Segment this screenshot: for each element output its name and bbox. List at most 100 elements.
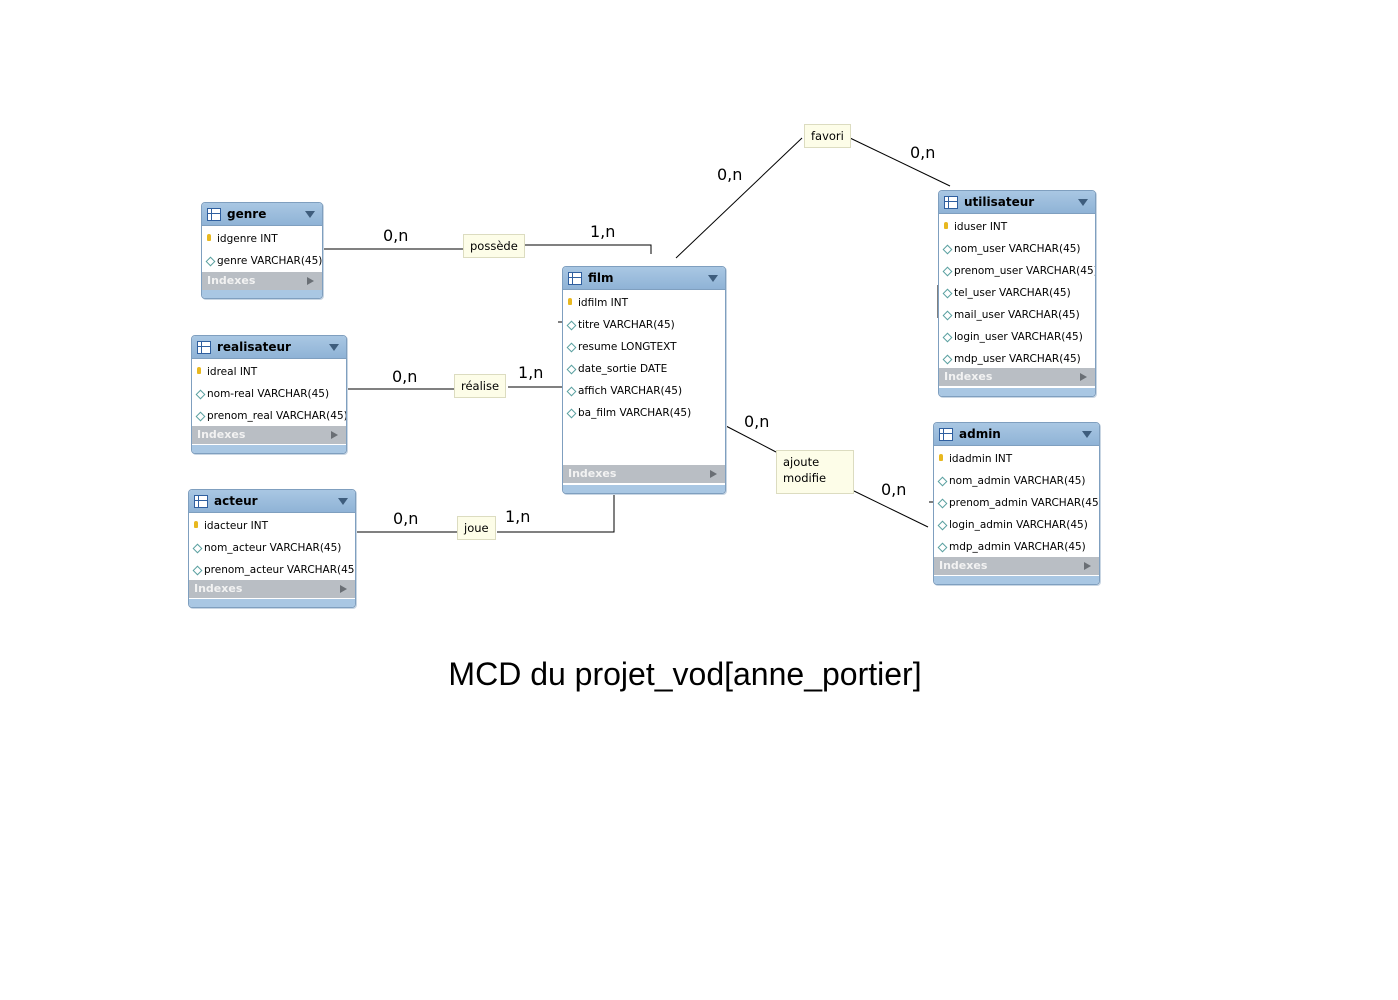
column-label: mdp_admin VARCHAR(45): [949, 541, 1086, 553]
cardinality-ajoute-admin: 0,n: [881, 480, 907, 499]
column-row: titre VARCHAR(45): [563, 314, 725, 336]
indexes-label: Indexes: [939, 559, 988, 572]
relation-joue[interactable]: joue: [457, 516, 496, 540]
diamond-icon: [942, 288, 953, 299]
column-row: idfilm INT: [563, 292, 725, 314]
column-row: login_admin VARCHAR(45): [934, 514, 1099, 536]
column-label: idreal INT: [207, 366, 258, 378]
table-header[interactable]: genre: [202, 203, 322, 226]
diamond-icon: [937, 542, 948, 553]
expand-arrow-icon[interactable]: [307, 277, 314, 285]
table-header[interactable]: realisateur: [192, 336, 346, 359]
collapse-arrow-icon[interactable]: [1082, 431, 1092, 438]
relation-favori[interactable]: favori: [804, 124, 851, 148]
table-header[interactable]: utilisateur: [939, 191, 1095, 214]
key-icon: [568, 298, 572, 305]
table-icon: [207, 208, 221, 221]
table-header[interactable]: film: [563, 267, 725, 290]
table-name: realisateur: [217, 340, 291, 354]
indexes-section[interactable]: Indexes: [192, 426, 346, 444]
table-realisateur[interactable]: realisateur idreal INT nom-real VARCHAR(…: [191, 335, 347, 454]
column-label: login_user VARCHAR(45): [954, 331, 1083, 343]
expand-arrow-icon[interactable]: [1080, 373, 1087, 381]
relation-line2: modifie: [783, 471, 827, 485]
table-name: acteur: [214, 494, 258, 508]
table-genre[interactable]: genre idgenre INT genre VARCHAR(45) Inde…: [201, 202, 323, 299]
indexes-label: Indexes: [568, 467, 617, 480]
column-row: prenom_user VARCHAR(45): [939, 260, 1095, 282]
cardinality-joue-film: 1,n: [505, 507, 531, 526]
table-footer: [192, 445, 346, 453]
column-label: tel_user VARCHAR(45): [954, 287, 1071, 299]
collapse-arrow-icon[interactable]: [338, 498, 348, 505]
diamond-icon: [192, 543, 203, 554]
indexes-section[interactable]: Indexes: [939, 368, 1095, 386]
diamond-icon: [942, 244, 953, 255]
table-header[interactable]: admin: [934, 423, 1099, 446]
expand-arrow-icon[interactable]: [1084, 562, 1091, 570]
diamond-icon: [942, 354, 953, 365]
table-header[interactable]: acteur: [189, 490, 355, 513]
column-label: ba_film VARCHAR(45): [578, 407, 692, 419]
table-film[interactable]: film idfilm INT titre VARCHAR(45) resume…: [562, 266, 726, 494]
column-row: mail_user VARCHAR(45): [939, 304, 1095, 326]
column-row: ba_film VARCHAR(45): [563, 402, 725, 424]
cardinality-realisateur-realise: 0,n: [392, 367, 418, 386]
indexes-section[interactable]: Indexes: [934, 557, 1099, 575]
indexes-section[interactable]: Indexes: [189, 580, 355, 598]
diamond-icon: [942, 266, 953, 277]
column-label: mdp_user VARCHAR(45): [954, 353, 1081, 365]
column-row: tel_user VARCHAR(45): [939, 282, 1095, 304]
line-favori-utilisateur: [849, 137, 951, 187]
column-row: idreal INT: [192, 361, 346, 383]
column-label: prenom_real VARCHAR(45): [207, 410, 347, 422]
indexes-section[interactable]: Indexes: [563, 465, 725, 483]
cardinality-favori-utilisateur: 0,n: [910, 143, 936, 162]
table-footer: [189, 599, 355, 607]
collapse-arrow-icon[interactable]: [708, 275, 718, 282]
column-row: login_user VARCHAR(45): [939, 326, 1095, 348]
table-admin[interactable]: admin idadmin INT nom_admin VARCHAR(45) …: [933, 422, 1100, 585]
column-label: idfilm INT: [578, 297, 629, 309]
table-name: genre: [227, 207, 267, 221]
key-icon: [939, 454, 943, 461]
table-icon: [939, 428, 953, 441]
diamond-icon: [566, 342, 577, 353]
relation-realise[interactable]: réalise: [454, 374, 507, 398]
relation-possede[interactable]: possède: [463, 234, 525, 258]
column-label: affich VARCHAR(45): [578, 385, 683, 397]
collapse-arrow-icon[interactable]: [329, 344, 339, 351]
table-icon: [568, 272, 582, 285]
indexes-section[interactable]: Indexes: [202, 272, 322, 290]
line-film-favori: [675, 137, 803, 259]
table-acteur[interactable]: acteur idacteur INT nom_acteur VARCHAR(4…: [188, 489, 356, 608]
collapse-arrow-icon[interactable]: [305, 211, 315, 218]
expand-arrow-icon[interactable]: [710, 470, 717, 478]
column-label: resume LONGTEXT: [578, 341, 677, 353]
indexes-label: Indexes: [194, 582, 243, 595]
cardinality-possede-film: 1,n: [590, 222, 616, 241]
column-label: mail_user VARCHAR(45): [954, 309, 1080, 321]
diamond-icon: [195, 389, 206, 400]
cardinality-film-ajoute: 0,n: [744, 412, 770, 431]
expand-arrow-icon[interactable]: [331, 431, 338, 439]
cardinality-realise-film: 1,n: [518, 363, 544, 382]
column-row: genre VARCHAR(45): [202, 250, 322, 272]
collapse-arrow-icon[interactable]: [1078, 199, 1088, 206]
diamond-icon: [937, 498, 948, 509]
column-label: login_admin VARCHAR(45): [949, 519, 1088, 531]
diamond-icon: [205, 256, 216, 267]
column-row: idgenre INT: [202, 228, 322, 250]
expand-arrow-icon[interactable]: [340, 585, 347, 593]
indexes-label: Indexes: [197, 428, 246, 441]
table-icon: [197, 341, 211, 354]
diamond-icon: [942, 310, 953, 321]
diamond-icon: [566, 386, 577, 397]
column-label: prenom_acteur VARCHAR(45): [204, 564, 356, 576]
column-row: nom_admin VARCHAR(45): [934, 470, 1099, 492]
table-utilisateur[interactable]: utilisateur iduser INT nom_user VARCHAR(…: [938, 190, 1096, 397]
relation-ajoute-modifie[interactable]: ajoute modifie: [776, 450, 854, 494]
column-row: nom_acteur VARCHAR(45): [189, 537, 355, 559]
table-name: film: [588, 271, 614, 285]
cardinality-film-favori: 0,n: [717, 165, 743, 184]
